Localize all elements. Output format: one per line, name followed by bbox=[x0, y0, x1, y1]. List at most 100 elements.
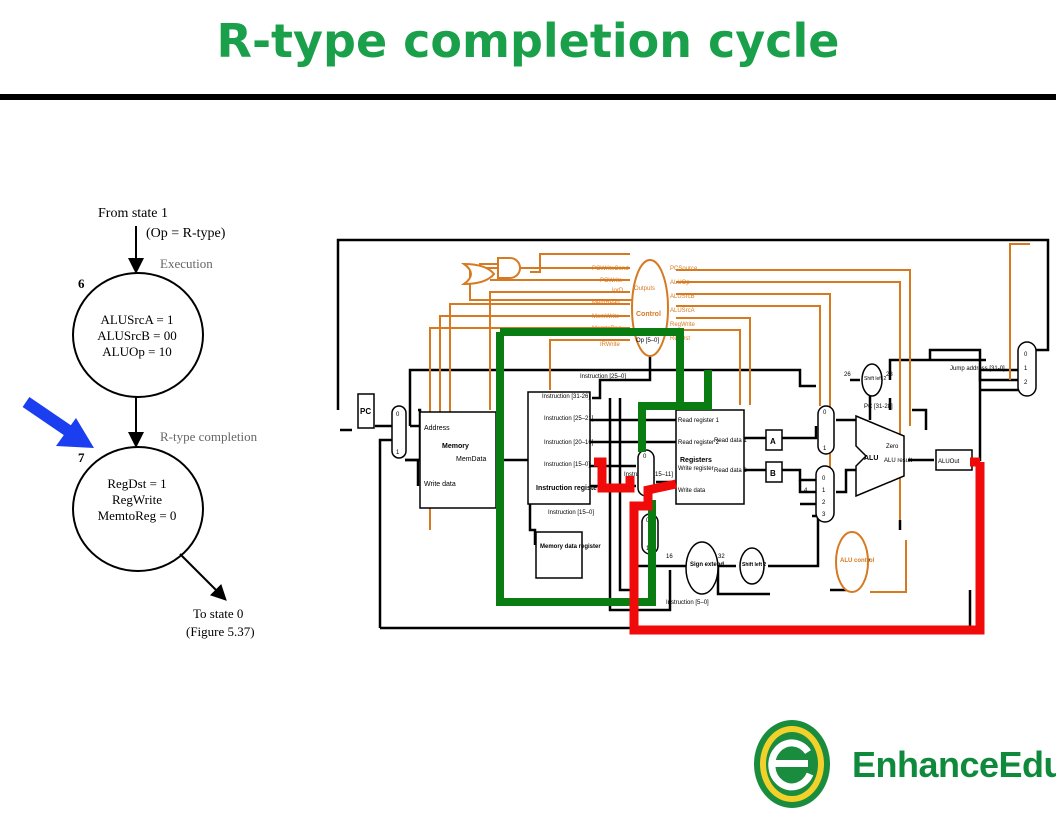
bits-28-label: 28 bbox=[886, 372, 893, 378]
instr-5-0-label: Instruction [5–0] bbox=[666, 600, 709, 606]
arrow-to-state0 bbox=[179, 553, 227, 601]
pcsource-mux-in-1: 1 bbox=[1024, 366, 1028, 372]
datapath-diagram: PC 0 1 Address Memory MemData Write data… bbox=[336, 238, 1050, 635]
memory-address-label: Address bbox=[424, 425, 450, 432]
control-outputs-label: Outputs bbox=[634, 286, 655, 292]
shift-left-2-top-label: Shift left 2 bbox=[864, 376, 886, 382]
ir-low-label: Instruction [15–0] bbox=[548, 510, 594, 516]
sign-extend-label: Sign extend bbox=[690, 562, 724, 568]
alu-label: ALU bbox=[864, 455, 878, 462]
pointer-arrow-icon bbox=[22, 397, 94, 448]
to-state-label: To state 0 bbox=[193, 606, 244, 621]
alu-zero-label: Zero bbox=[886, 444, 899, 450]
fsm-arrows bbox=[22, 226, 227, 601]
control-label: Control bbox=[636, 311, 661, 318]
instr-25-0-label: Instruction [25–0] bbox=[580, 374, 626, 380]
shift-left-2-top bbox=[861, 363, 883, 397]
state7-line-3: MemtoReg = 0 bbox=[97, 508, 177, 523]
pc-31-28-label: PC [31-28] bbox=[864, 404, 893, 410]
mux1-in-0: 0 bbox=[396, 412, 400, 418]
jump-address-label: Jump address [31-0] bbox=[950, 366, 1005, 372]
pc-register bbox=[357, 393, 375, 429]
control-op-label: Op [5–0] bbox=[636, 338, 659, 344]
bits-16-label: 16 bbox=[666, 554, 673, 560]
sig-iord: IorD bbox=[612, 288, 624, 294]
sig-memread: MemRead bbox=[592, 300, 620, 306]
sig-alusrcb: ALUSrcB bbox=[670, 294, 695, 300]
pcsource-mux-in-2: 2 bbox=[1024, 380, 1028, 386]
state6-number: 6 bbox=[78, 276, 85, 291]
alu-control bbox=[835, 531, 869, 593]
state7-text: RegDst = 1 RegWrite MemtoReg = 0 bbox=[72, 476, 202, 524]
sign-extend bbox=[685, 541, 719, 595]
title-divider bbox=[0, 94, 1056, 100]
regdst-mux-in-0: 0 bbox=[643, 454, 647, 460]
alu-control-label: ALU control bbox=[840, 558, 875, 564]
bits-26-label: 26 bbox=[844, 372, 851, 378]
state6-line-3: ALUOp = 10 bbox=[102, 344, 172, 359]
pc-label: PC bbox=[360, 407, 371, 416]
b-label: B bbox=[770, 469, 776, 478]
alusrca-mux bbox=[817, 405, 835, 455]
alusrcb-mux-in-2: 2 bbox=[822, 500, 826, 506]
pcsource-mux-in-0: 0 bbox=[1024, 352, 1028, 358]
b-register bbox=[765, 461, 783, 483]
red-highlight-path bbox=[594, 457, 985, 635]
alusrcb-mux-in-1: 1 bbox=[822, 488, 826, 494]
state6-text: ALUSrcA = 1 ALUSrcB = 00 ALUOp = 10 bbox=[72, 312, 202, 360]
sig-aluop: ALUOp bbox=[670, 280, 690, 286]
alusrcb-mux-in-0: 0 bbox=[822, 476, 826, 482]
execution-label: Execution bbox=[160, 256, 213, 271]
condition-label: (Op = R-type) bbox=[146, 226, 226, 241]
address-mux bbox=[391, 405, 407, 459]
ir-field-25-21: Instruction [25–21] bbox=[544, 416, 594, 422]
mux1-in-1: 1 bbox=[396, 450, 400, 456]
ir-field-31-26: Instruction [31-26] bbox=[542, 394, 590, 400]
ir-title: Instruction register bbox=[536, 485, 600, 492]
memdata-label: MemData bbox=[456, 456, 486, 463]
figure-ref-label: (Figure 5.37) bbox=[186, 624, 255, 639]
a-register bbox=[765, 429, 783, 451]
shift-left-2-bottom-label: Shift left 2 bbox=[742, 562, 766, 568]
logo-text: EnhanceEdu bbox=[852, 744, 1056, 785]
from-state-label: From state 1 bbox=[98, 206, 168, 221]
pcsource-mux bbox=[1017, 341, 1037, 397]
shift-left-2-bottom bbox=[739, 547, 765, 585]
page-title: R-type completion cycle bbox=[216, 14, 840, 68]
state7-line-1: RegDst = 1 bbox=[107, 476, 167, 491]
alu-result-label: ALU result bbox=[884, 458, 912, 464]
mdr-label: Memory data register bbox=[540, 544, 601, 550]
state6-line-2: ALUSrcB = 00 bbox=[97, 328, 177, 343]
memory-label: Memory bbox=[442, 443, 469, 450]
state7-number: 7 bbox=[78, 450, 85, 465]
control-logic-gates bbox=[460, 257, 521, 286]
sig-memwrite: MemWrite bbox=[592, 314, 620, 320]
regs-write-data: Write data bbox=[678, 488, 706, 494]
state6-line-1: ALUSrcA = 1 bbox=[100, 312, 174, 327]
sig-pcwrite: PCWrite bbox=[600, 278, 623, 284]
alusrcb-mux bbox=[815, 465, 835, 523]
regs-read-data-1: Read data 1 bbox=[714, 438, 747, 444]
sig-irwrite: IRWrite bbox=[600, 342, 620, 348]
alusrca-mux-in-0: 0 bbox=[823, 410, 827, 416]
regs-write-register: Write register bbox=[678, 466, 714, 472]
bits-32-label: 32 bbox=[718, 554, 725, 560]
memory-writedata-label: Write data bbox=[424, 481, 456, 488]
alu bbox=[855, 414, 905, 498]
ir-field-20-16: Instruction [20–16] bbox=[544, 440, 594, 446]
aluout-label: ALUOut bbox=[938, 459, 960, 465]
regs-read-data-2: Read data 2 bbox=[714, 468, 747, 474]
sig-alusrca: ALUSrcA bbox=[670, 308, 695, 314]
regs-read-register-1: Read register 1 bbox=[678, 418, 720, 424]
regs-read-register-2: Read register 2 bbox=[678, 440, 720, 446]
alusrca-mux-in-1: 1 bbox=[823, 446, 827, 452]
state7-line-2: RegWrite bbox=[111, 492, 162, 507]
sig-regwrite: RegWrite bbox=[670, 322, 696, 328]
enhanceedu-logo-icon bbox=[754, 720, 830, 808]
rtype-label: R-type completion bbox=[160, 429, 258, 444]
const-4-label: 4 bbox=[804, 488, 808, 494]
instruction-register bbox=[527, 391, 591, 505]
registers-label: Registers bbox=[680, 457, 712, 464]
a-label: A bbox=[770, 437, 776, 446]
sig-pcwritecond: PCWriteCond bbox=[592, 266, 629, 272]
